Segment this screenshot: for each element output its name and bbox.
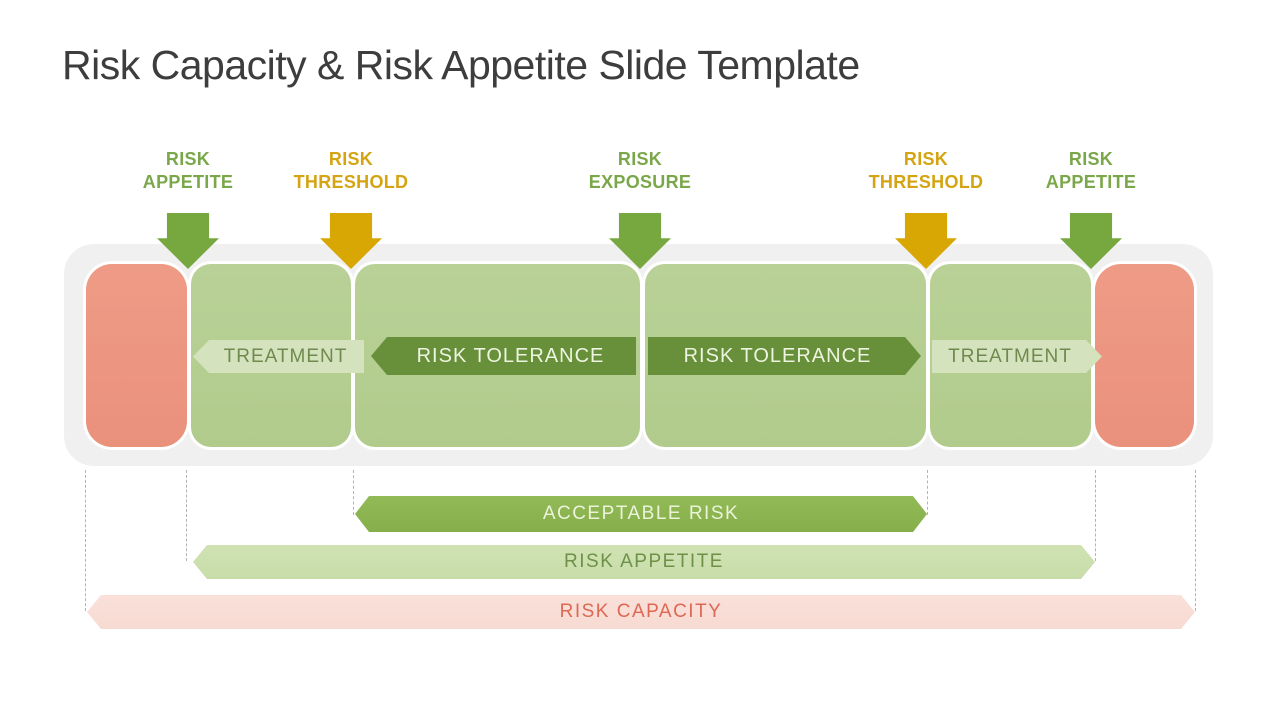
marker-label-line: EXPOSURE — [588, 172, 692, 192]
marker-label-line: RISK — [617, 149, 663, 169]
dashed-guide-line — [353, 470, 354, 515]
risk-capacity-bar: RISK CAPACITY — [87, 595, 1195, 629]
dashed-guide-line — [927, 470, 928, 515]
risk-appetite-bar: RISK APPETITE — [193, 545, 1095, 579]
marker-label-line: RISK — [165, 149, 211, 169]
marker-label-line: RISK — [328, 149, 374, 169]
dashed-guide-line — [85, 470, 86, 611]
risk-tolerance-banner-left: RISK TOLERANCE — [371, 337, 636, 375]
marker-label-risk-appetite-right: RISK APPETITE — [1006, 148, 1176, 194]
marker-label-line: THRESHOLD — [868, 172, 984, 192]
marker-label-line: APPETITE — [1045, 172, 1137, 192]
marker-label-risk-appetite-left: RISK APPETITE — [103, 148, 273, 194]
dashed-guide-line — [186, 470, 187, 561]
treatment-banner-left: TREATMENT — [193, 340, 364, 373]
dashed-guide-line — [1195, 470, 1196, 611]
treatment-banner-right: TREATMENT — [932, 340, 1102, 373]
marker-label-risk-threshold-left: RISK THRESHOLD — [266, 148, 436, 194]
marker-label-risk-threshold-right: RISK THRESHOLD — [841, 148, 1011, 194]
marker-label-line: RISK — [903, 149, 949, 169]
acceptable-risk-bar: ACCEPTABLE RISK — [355, 496, 927, 532]
dashed-guide-line — [1095, 470, 1096, 561]
marker-label-line: RISK — [1068, 149, 1114, 169]
block-capacity-left — [86, 264, 187, 447]
risk-tolerance-banner-right: RISK TOLERANCE — [648, 337, 921, 375]
page-title: Risk Capacity & Risk Appetite Slide Temp… — [62, 42, 860, 88]
marker-label-risk-exposure: RISK EXPOSURE — [555, 148, 725, 194]
block-capacity-right — [1095, 264, 1194, 447]
marker-label-line: THRESHOLD — [293, 172, 409, 192]
marker-label-line: APPETITE — [142, 172, 234, 192]
